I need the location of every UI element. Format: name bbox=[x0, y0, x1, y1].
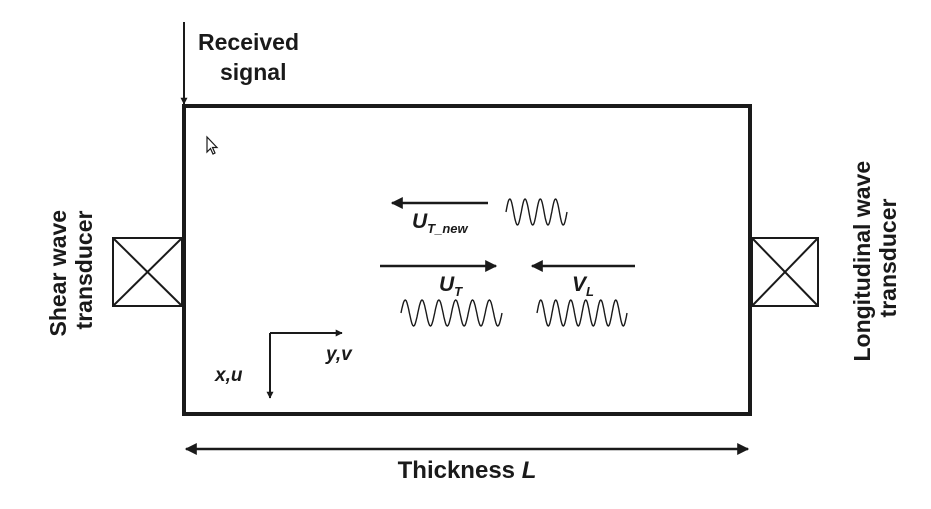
u-t-new-wave bbox=[505, 198, 568, 226]
longitudinal-transducer-label: Longitudinal wave transducer bbox=[849, 154, 901, 361]
u-t-label: UT bbox=[439, 273, 463, 299]
received-signal-label: Received signal bbox=[198, 29, 305, 85]
v-l-label: VL bbox=[572, 273, 594, 299]
axis-x-label: x,u bbox=[214, 365, 243, 386]
thickness-label: Thickness L bbox=[398, 457, 537, 484]
shear-transducer-box bbox=[112, 237, 183, 307]
coordinate-axes bbox=[266, 329, 343, 399]
u-t-wave bbox=[400, 299, 503, 327]
mouse-cursor-icon bbox=[206, 135, 219, 155]
specimen-block bbox=[182, 104, 752, 416]
v-l-wave bbox=[536, 299, 628, 327]
shear-transducer-label: Shear wave transducer bbox=[45, 204, 97, 337]
u-t-new-label: UT_new bbox=[412, 210, 469, 236]
axis-y-label: y,v bbox=[325, 344, 353, 365]
longitudinal-transducer-box bbox=[751, 237, 819, 307]
